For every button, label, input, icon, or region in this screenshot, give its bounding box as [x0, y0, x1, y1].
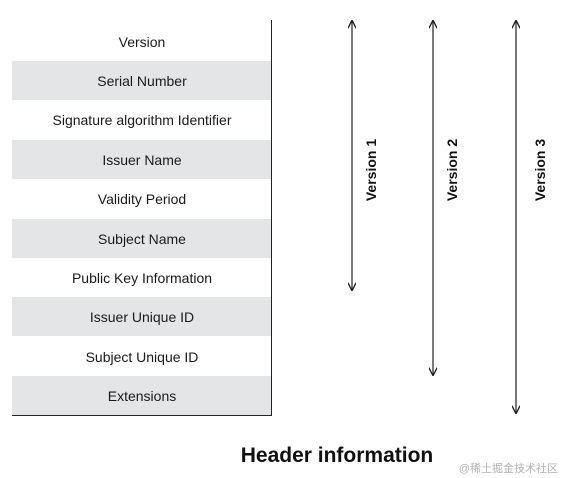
diagram-caption: Header information	[240, 444, 434, 467]
version-3-label: Version 3	[532, 138, 548, 202]
version-1-label: Version 1	[363, 138, 379, 202]
table-bottom-border	[12, 415, 272, 416]
field-row-subject-unique-id: Subject Unique ID	[85, 348, 199, 365]
field-row-issuer-name: Issuer Name	[12, 140, 272, 179]
field-row-subject-name: Subject Name	[12, 219, 272, 258]
field-list: Version Serial Number Signature algorith…	[12, 22, 272, 415]
field-row-signature-algorithm: Signature algorithm Identifier	[52, 111, 232, 128]
field-row-serial-number: Serial Number	[12, 61, 272, 100]
version-2-label: Version 2	[444, 138, 460, 202]
field-row-extensions: Extensions	[12, 376, 272, 415]
watermark: @稀土掘金技术社区	[458, 463, 558, 475]
field-row-public-key-info: Public Key Information	[71, 269, 213, 286]
field-row-version: Version	[118, 33, 166, 50]
field-row-validity-period: Validity Period	[97, 190, 187, 207]
table-right-border	[271, 20, 272, 416]
field-row-issuer-unique-id: Issuer Unique ID	[12, 297, 272, 336]
